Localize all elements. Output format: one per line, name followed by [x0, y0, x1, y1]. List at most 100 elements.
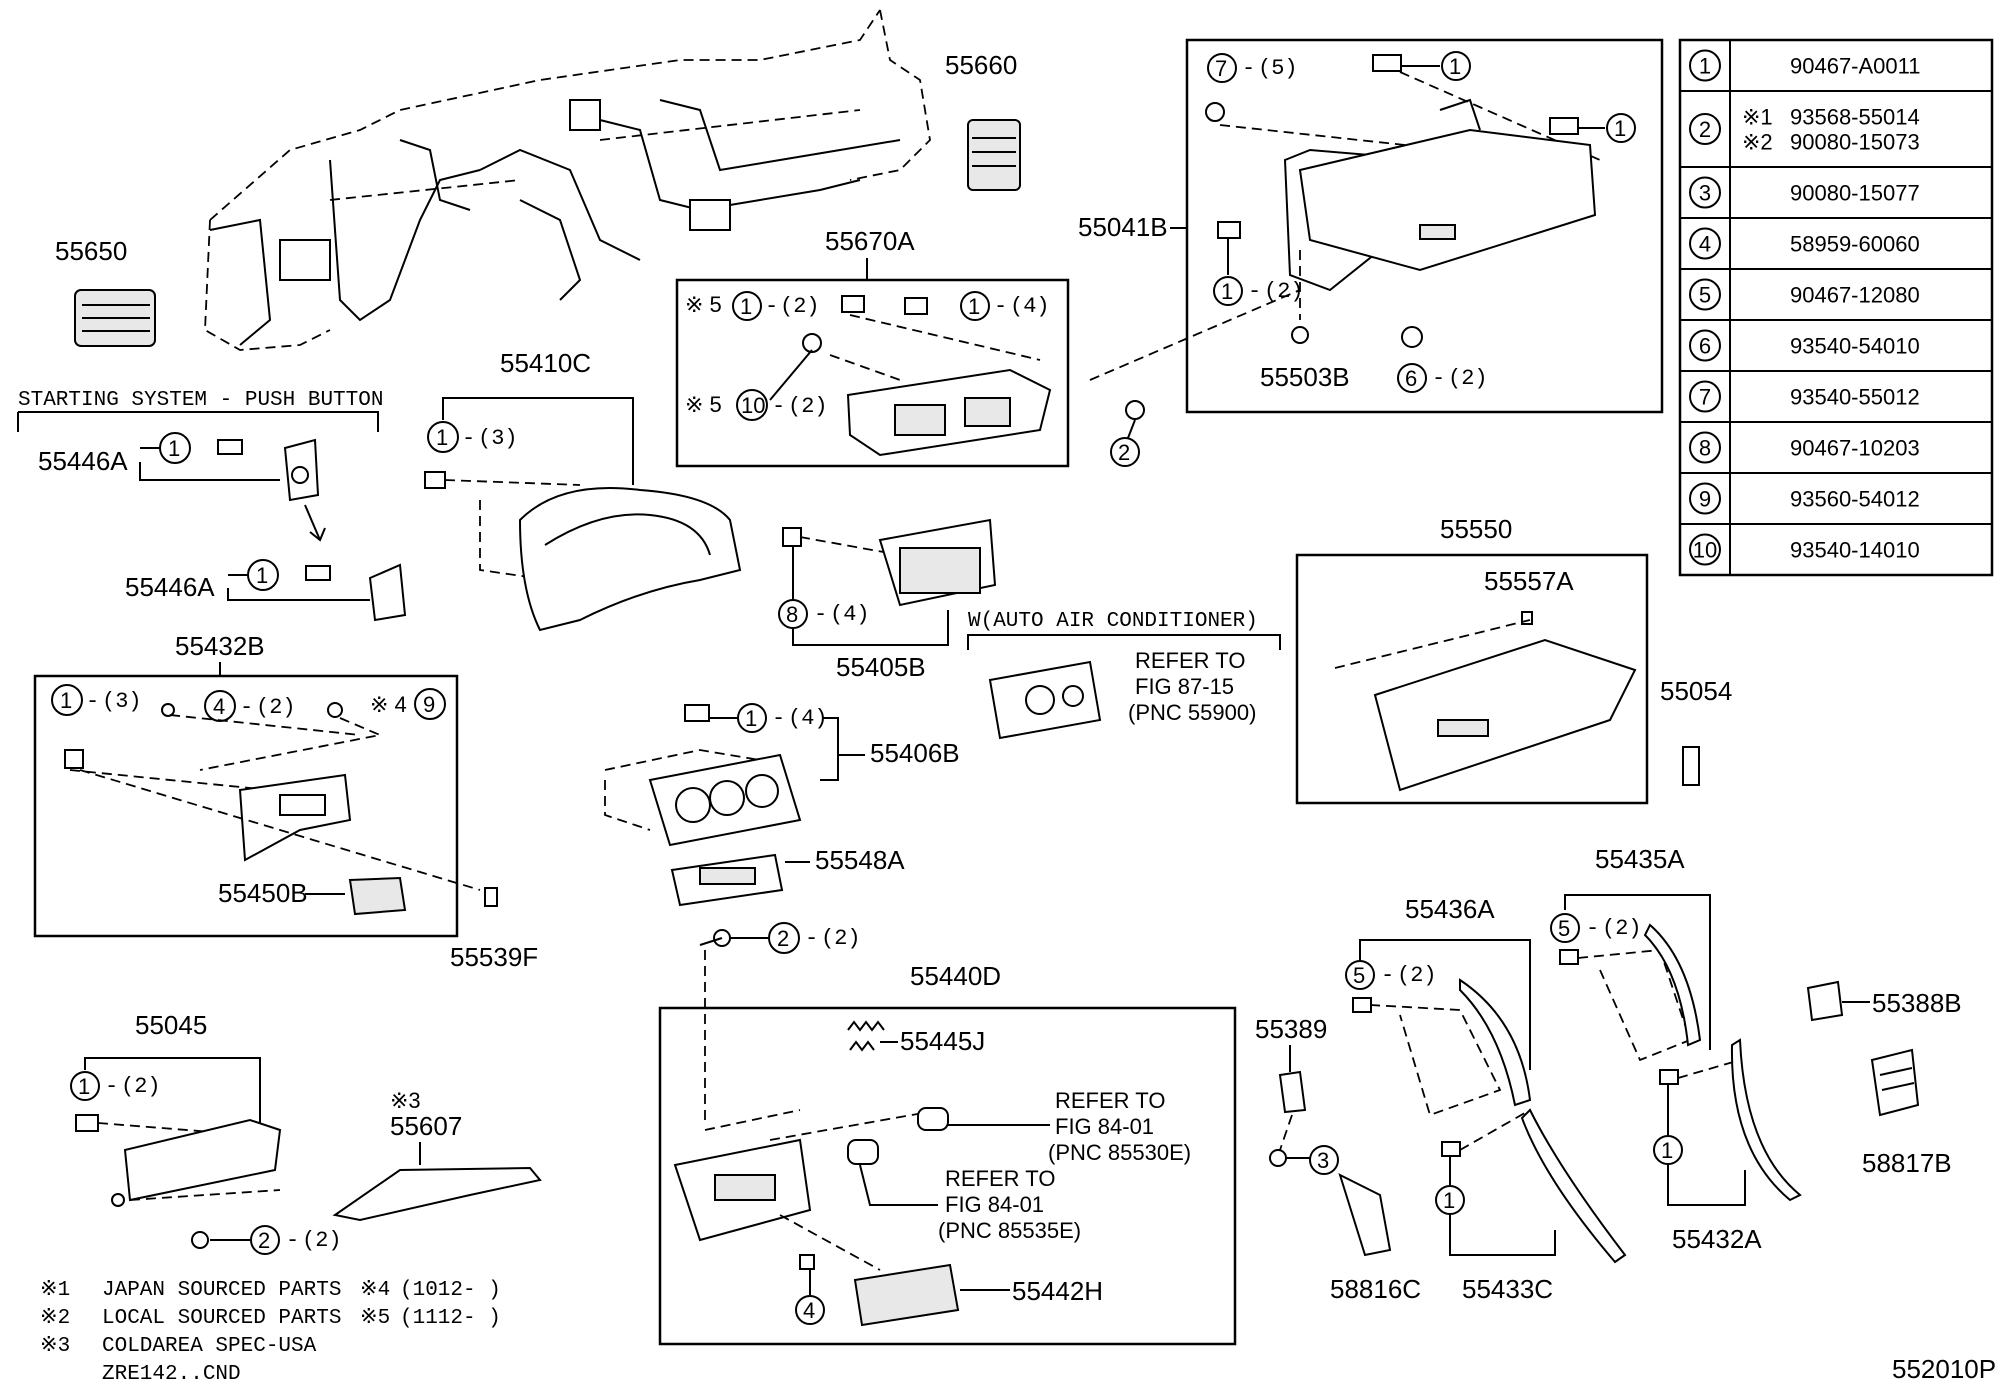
- svg-text:(3): (3): [102, 689, 142, 714]
- footnote-text: LOCAL SOURCED PARTS: [102, 1307, 341, 1330]
- part-number: 58959-60060: [1790, 232, 1920, 257]
- dashboard-frame-drawing: [204, 9, 931, 351]
- label-55446A-2: 55446A: [125, 572, 215, 602]
- svg-text:10: 10: [741, 393, 765, 418]
- svg-text:1: 1: [168, 436, 180, 461]
- auto-ac-header: W(AUTO AIR CONDITIONER): [968, 610, 1258, 633]
- refer-note-85530E: REFER TO FIG 84-01 (PNC 85530E): [1048, 1088, 1191, 1165]
- svg-text:9: 9: [423, 692, 435, 717]
- part-number: 93560-54012: [1790, 487, 1920, 512]
- box-55041B: [1185, 38, 1664, 414]
- ref-number-circle: [1689, 49, 1721, 82]
- part-number: 90080-15073: [1790, 130, 1920, 155]
- footnote-text: COLDAREA SPEC-USA: [102, 1335, 317, 1358]
- footnote-mark: ※5: [360, 1307, 390, 1330]
- label-55445J: 55445J: [900, 1026, 985, 1056]
- svg-text:(PNC 55900): (PNC 55900): [1128, 700, 1256, 725]
- svg-text:(2): (2): [780, 294, 820, 319]
- svg-text:6: 6: [1405, 366, 1417, 391]
- svg-text:FIG 84-01: FIG 84-01: [945, 1192, 1044, 1217]
- svg-text:(3): (3): [478, 426, 518, 451]
- ref-number: 5: [1699, 283, 1711, 308]
- svg-text:-: -: [1242, 56, 1255, 81]
- svg-text:※ 5: ※ 5: [685, 292, 722, 317]
- label-55550: 55550: [1440, 514, 1512, 544]
- svg-text:(2): (2): [256, 695, 296, 720]
- label-55548A: 55548A: [815, 845, 905, 875]
- part-number: 93540-14010: [1790, 538, 1920, 563]
- ref-number: 1: [1699, 54, 1711, 79]
- svg-text:REFER TO: REFER TO: [945, 1166, 1055, 1191]
- label-55660: 55660: [945, 50, 1017, 80]
- ref-number: 7: [1699, 385, 1711, 410]
- svg-text:FIG 84-01: FIG 84-01: [1055, 1114, 1154, 1139]
- refer-note-55900: REFER TO FIG 87-15 (PNC 55900): [1128, 648, 1256, 725]
- svg-text:1: 1: [60, 688, 72, 713]
- svg-text:-: -: [462, 426, 475, 451]
- svg-text:3: 3: [1317, 1148, 1329, 1173]
- svg-text:1: 1: [1661, 1138, 1673, 1163]
- ref-number: 8: [1699, 436, 1711, 461]
- refer-note-85535E: REFER TO FIG 84-01 (PNC 85535E): [938, 1166, 1081, 1243]
- svg-text:2: 2: [1118, 440, 1130, 465]
- part-source-mark: ※1: [1742, 104, 1773, 129]
- svg-text:-: -: [240, 695, 253, 720]
- ref-number-circle: [1689, 113, 1721, 145]
- ref-number-circle: [1689, 380, 1721, 413]
- svg-text:1: 1: [745, 706, 757, 731]
- svg-text:(2): (2): [788, 394, 828, 419]
- ref-number: 6: [1699, 334, 1711, 359]
- footnote-text: (1012- ): [400, 1279, 501, 1302]
- svg-text:FIG 87-15: FIG 87-15: [1135, 674, 1234, 699]
- svg-text:1: 1: [1221, 279, 1233, 304]
- label-55432B: 55432B: [175, 631, 265, 661]
- label-55054: 55054: [1660, 676, 1732, 706]
- label-55041B: 55041B: [1078, 212, 1168, 242]
- svg-text:-: -: [814, 602, 827, 627]
- footnote-text: ZRE142..CND: [102, 1363, 241, 1386]
- svg-text:1: 1: [968, 294, 980, 319]
- svg-text:(PNC 85535E): (PNC 85535E): [938, 1218, 1081, 1243]
- svg-text:-: -: [994, 294, 1007, 319]
- label-55435A: 55435A: [1595, 844, 1685, 874]
- ref-number-circle: [1689, 227, 1721, 260]
- svg-text:4: 4: [803, 1298, 815, 1323]
- vent-55660-drawing: [967, 119, 1021, 191]
- svg-text:1: 1: [78, 1074, 90, 1099]
- ref-number-circle: [1689, 278, 1721, 311]
- svg-text:-: -: [1586, 916, 1599, 941]
- svg-text:(2): (2): [121, 1074, 161, 1099]
- svg-text:(4): (4): [788, 706, 828, 731]
- table-row: 9 93560-54012: [1680, 472, 1992, 515]
- svg-text:4: 4: [213, 694, 225, 719]
- footnote-text: JAPAN SOURCED PARTS: [102, 1279, 341, 1302]
- part-number: 93568-55014: [1790, 104, 1920, 129]
- svg-text:(4): (4): [1010, 294, 1050, 319]
- svg-text:REFER TO: REFER TO: [1055, 1088, 1165, 1113]
- svg-text:(2): (2): [1397, 963, 1437, 988]
- footnote-text: (1112- ): [400, 1307, 501, 1330]
- label-55389: 55389: [1255, 1014, 1327, 1044]
- label-55539F: 55539F: [450, 942, 538, 972]
- parts-table-frame: [1678, 38, 1994, 577]
- ref-number: 9: [1699, 487, 1711, 512]
- svg-text:2: 2: [258, 1228, 270, 1253]
- svg-text:(PNC 85530E): (PNC 85530E): [1048, 1140, 1191, 1165]
- starting-system-header: STARTING SYSTEM - PUSH BUTTON: [18, 389, 383, 412]
- box-55670A: [675, 278, 1070, 468]
- ref-number-circle: [1689, 533, 1721, 566]
- part-number: 90467-A0011: [1790, 54, 1921, 79]
- box-55432B: [33, 674, 459, 938]
- svg-text:-: -: [1381, 963, 1394, 988]
- ref-number-circle: [1689, 431, 1721, 464]
- ref-number: 2: [1699, 117, 1711, 142]
- label-55670A: 55670A: [825, 226, 915, 256]
